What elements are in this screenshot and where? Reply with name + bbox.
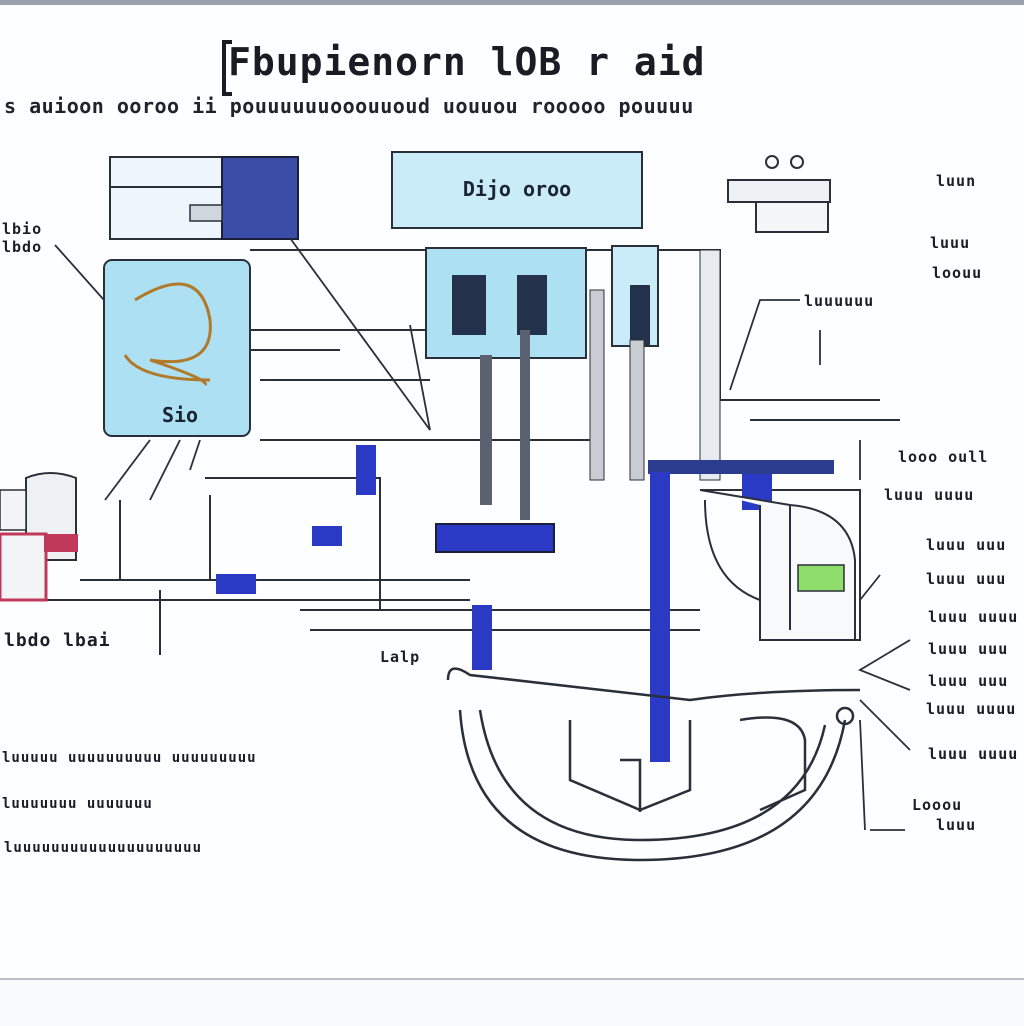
callout-right-9: luuu uuuu xyxy=(928,608,1019,626)
callout-right-7: luuu uuu xyxy=(926,536,1007,554)
callout-right-4: luuuuuu xyxy=(804,292,875,310)
top-right-device xyxy=(727,155,831,233)
callout-left-4: Lalp xyxy=(380,648,421,666)
callout-left-2: lbdo xyxy=(2,238,43,256)
main-box: Dijo oroo xyxy=(391,151,643,229)
callout-right-15: luuu xyxy=(936,816,977,834)
callout-right-11: luuu uuu xyxy=(928,672,1009,690)
diagram-subtitle: s auioon ooroo ii pouuuuuuooouuoud uouuo… xyxy=(4,94,694,118)
callout-right-8: luuu uuu xyxy=(926,570,1007,588)
callout-right-6: luuu uuuu xyxy=(884,486,975,504)
callout-right-10: luuu uuu xyxy=(928,640,1009,658)
callout-right-3: loouu xyxy=(932,264,983,282)
callout-left-3: lbdo lbai xyxy=(4,630,111,651)
leader-lines xyxy=(54,237,911,831)
basin xyxy=(446,667,861,862)
left-machine xyxy=(0,472,78,602)
bottom-bar xyxy=(0,978,1024,1026)
diagram-title: Fbupienorn lOB r aid xyxy=(228,40,706,84)
callout-right-13: luuu uuuu xyxy=(928,745,1019,763)
note-1: luuuuu uuuuuuuuuu uuuuuuuuu xyxy=(2,750,257,766)
callout-right-14: Looou xyxy=(912,796,963,814)
main-box-label: Dijo oroo xyxy=(463,177,571,201)
callout-right-2: luuu xyxy=(930,234,971,252)
note-3: luuuuuuuuuuuuuuuuuuuu xyxy=(4,840,203,856)
callout-right-1: luun xyxy=(936,172,977,190)
columns xyxy=(425,245,721,520)
right-cabinet xyxy=(699,489,856,641)
note-2: luuuuuuu uuuuuuu xyxy=(2,796,153,812)
top-border xyxy=(0,0,1024,5)
left-panel: Sio xyxy=(103,259,251,437)
panel-label: Sio xyxy=(162,403,198,427)
callout-left-1: lbio xyxy=(2,220,43,238)
navy-parts xyxy=(216,445,834,762)
top-left-unit xyxy=(109,156,299,240)
title-bracket xyxy=(222,40,232,96)
callout-right-5: looo oull xyxy=(898,448,989,466)
callout-right-12: luuu uuuu xyxy=(926,700,1017,718)
